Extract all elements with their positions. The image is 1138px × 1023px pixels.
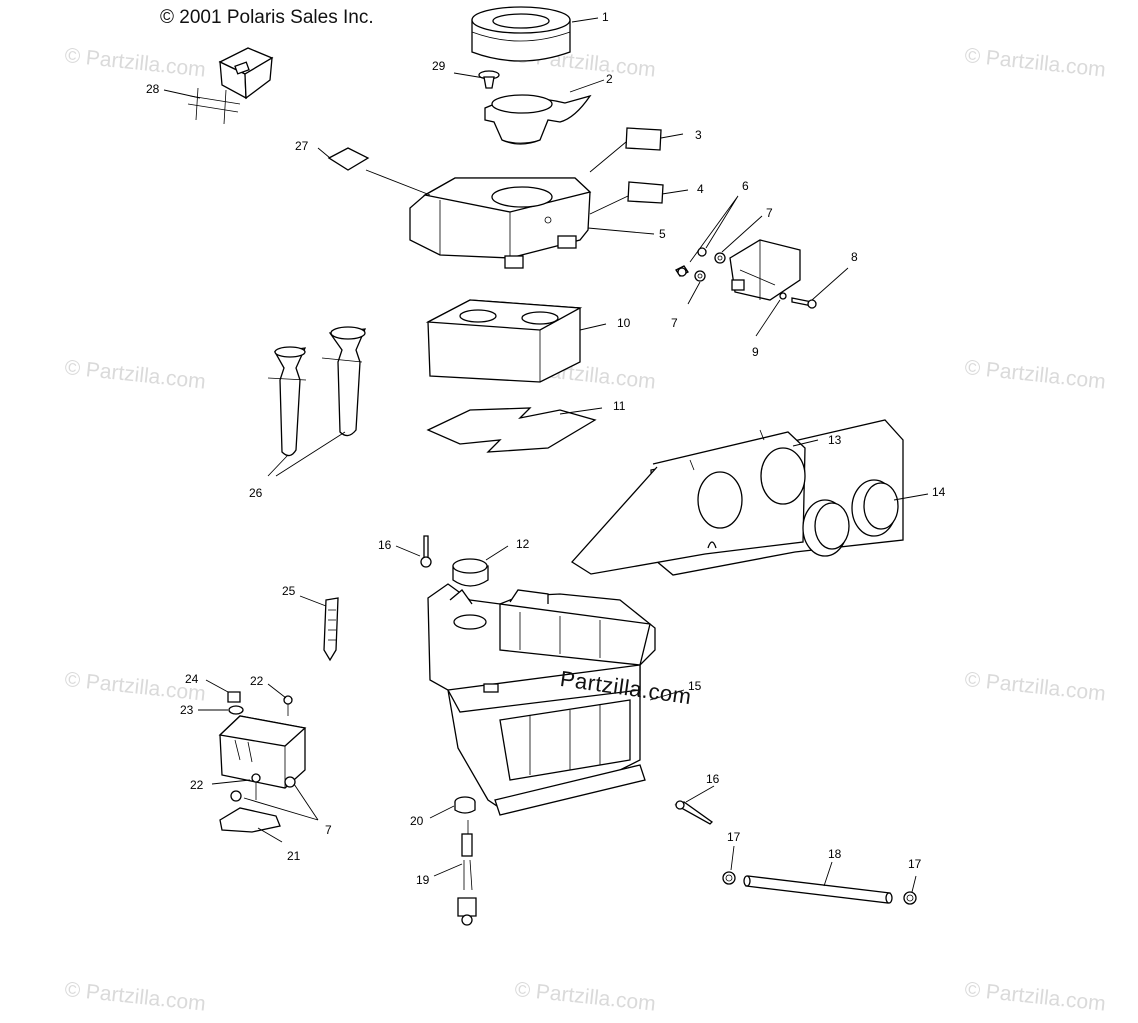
callout-10: 10	[617, 316, 631, 330]
part-1-foam-ring[interactable]	[471, 6, 571, 62]
callout-1: 1	[602, 10, 609, 24]
part-16-bolt-upper[interactable]	[420, 535, 432, 568]
callout-7-lower: 7	[325, 823, 332, 837]
part-21-bracket[interactable]	[219, 807, 281, 833]
part-10-filter[interactable]	[425, 299, 583, 383]
part-19-sensor[interactable]	[457, 820, 477, 926]
callout-16-upper: 16	[378, 538, 392, 552]
part-5-airbox-lid[interactable]	[409, 177, 592, 269]
callout-25: 25	[282, 584, 296, 598]
part-9-washer[interactable]	[779, 292, 787, 300]
copyright-notice: © 2001 Polaris Sales Inc.	[160, 7, 374, 28]
callout-15: 15	[688, 679, 702, 693]
callout-17-left: 17	[727, 830, 741, 844]
callout-13: 13	[828, 433, 842, 447]
callout-22-upper: 22	[250, 674, 264, 688]
callout-labels: 1 2 3 4 5 6 7 7 8 9 10 11 12 13 14 15 16…	[146, 10, 946, 887]
callout-29: 29	[432, 59, 446, 73]
callout-27: 27	[295, 139, 309, 153]
callout-9: 9	[752, 345, 759, 359]
callout-23: 23	[180, 703, 194, 717]
part-2-intake-boot[interactable]	[484, 94, 592, 145]
callout-6: 6	[742, 179, 749, 193]
part-29-push-rivet[interactable]	[478, 70, 500, 89]
part-16-pin-lower[interactable]	[674, 800, 714, 825]
callout-21: 21	[287, 849, 301, 863]
part-20-grommet[interactable]	[454, 796, 476, 814]
part-17-clamps[interactable]	[722, 871, 917, 905]
callout-19: 19	[416, 873, 430, 887]
callout-3: 3	[695, 128, 702, 142]
callout-12: 12	[516, 537, 530, 551]
leader-lines	[163, 17, 929, 893]
part-28-clamp[interactable]	[187, 47, 274, 125]
callout-5: 5	[659, 227, 666, 241]
callout-28: 28	[146, 82, 160, 96]
part-11-gasket[interactable]	[426, 407, 597, 453]
part-7-grommets-lower[interactable]	[230, 776, 296, 802]
callout-17-right: 17	[908, 857, 922, 871]
callout-14: 14	[932, 485, 946, 499]
bracket-assembly[interactable]	[729, 239, 801, 301]
callout-7-upper: 7	[766, 206, 773, 220]
part-12-cap[interactable]	[452, 558, 489, 587]
part-18-hose[interactable]	[743, 875, 893, 904]
part-27-decal[interactable]	[327, 147, 370, 171]
callout-4: 4	[697, 182, 704, 196]
part-7-grommet[interactable]	[694, 252, 726, 282]
part-25-strap[interactable]	[323, 597, 339, 662]
callout-24: 24	[185, 672, 199, 686]
part-6-bushings[interactable]	[675, 247, 707, 277]
part-22-screws[interactable]	[251, 695, 293, 800]
callout-7-mid: 7	[671, 316, 678, 330]
part-15-airbox-base[interactable]	[427, 583, 656, 816]
part-23-washer[interactable]	[228, 705, 244, 715]
callout-26: 26	[249, 486, 263, 500]
part-14-couplers[interactable]	[802, 479, 899, 557]
callout-16-lower: 16	[706, 772, 720, 786]
callout-2: 2	[606, 72, 613, 86]
callout-18: 18	[828, 847, 842, 861]
electronic-module[interactable]	[218, 715, 307, 789]
part-4-decal[interactable]	[627, 181, 664, 204]
part-3-decal[interactable]	[625, 127, 662, 151]
part-24-nut[interactable]	[227, 691, 241, 703]
part-26-velocity-stacks[interactable]	[267, 326, 367, 457]
callout-20: 20	[410, 814, 424, 828]
callout-22-lower: 22	[190, 778, 204, 792]
callout-8: 8	[851, 250, 858, 264]
callout-11: 11	[613, 399, 626, 413]
